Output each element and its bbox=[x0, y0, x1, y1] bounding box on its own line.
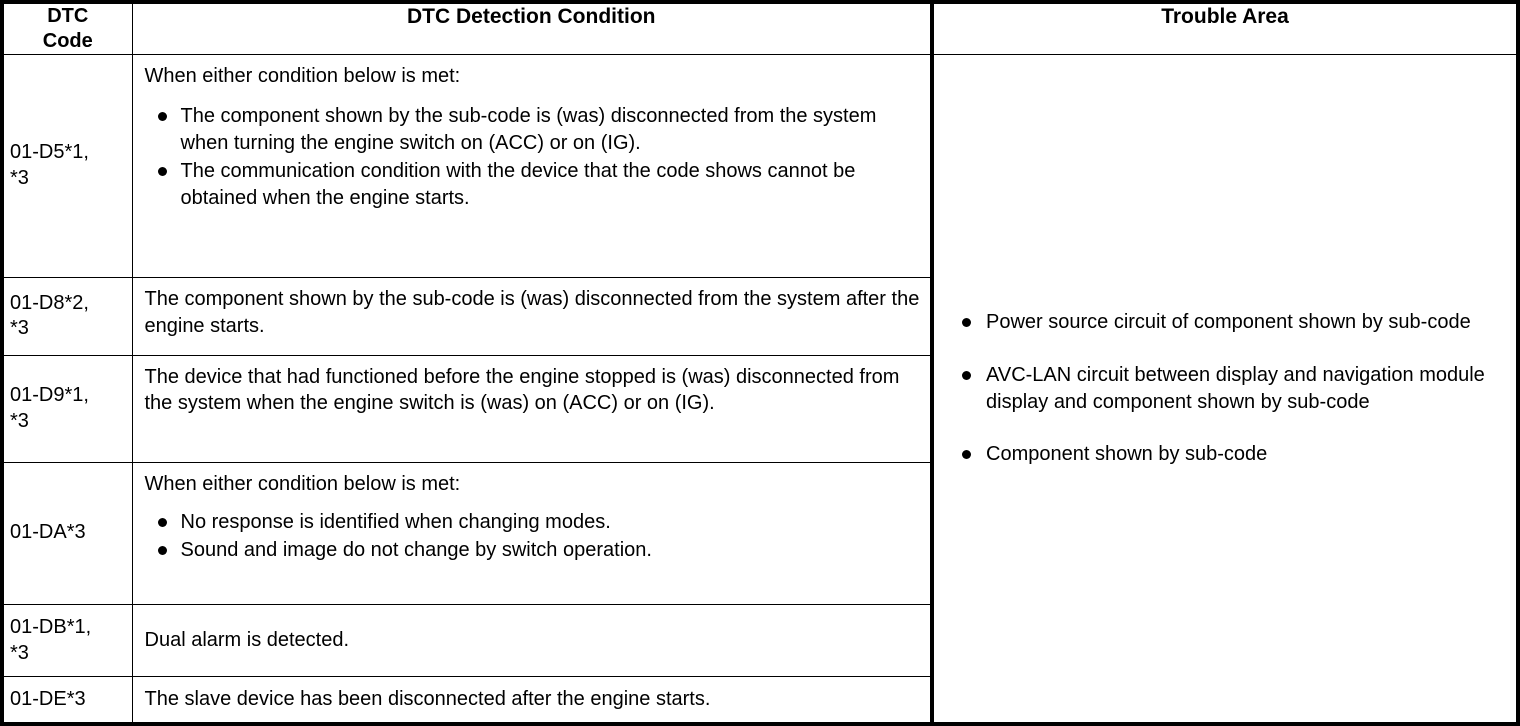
table-row: 01-D5*1, *3 When either condition below … bbox=[1, 53, 1519, 725]
condition-lead-text: When either condition below is met: bbox=[144, 472, 461, 495]
list-item: No response is identified when changing … bbox=[145, 509, 921, 535]
dtc-condition-cell: The component shown by the sub-code is (… bbox=[131, 277, 933, 356]
table-row: 01-D9*1, *3 The device that had function… bbox=[1, 354, 1518, 463]
table-body: 01-D5*1, *3 When either condition below … bbox=[1, 53, 1519, 725]
condition-lead-text: The slave device has been disconnected a… bbox=[144, 688, 711, 711]
condition-bullet-list: The component shown by the sub-code is (… bbox=[145, 103, 921, 211]
condition-lead-text: The component shown by the sub-code is (… bbox=[144, 288, 920, 337]
list-item: Sound and image do not change by switch … bbox=[145, 537, 921, 563]
table-row: 01-DE*3 The slave device has been discon… bbox=[1, 676, 1518, 725]
table-row: 01-DA*3 When either condition below is m… bbox=[1, 461, 1518, 606]
dtc-code-cell: 01-DA*3 bbox=[1, 461, 133, 606]
list-item: Component shown by sub-code bbox=[948, 441, 1502, 468]
trouble-area-list: Power source circuit of component shown … bbox=[948, 309, 1502, 467]
dtc-code-cell: 01-DE*3 bbox=[1, 676, 133, 725]
dtc-condition-cell: Dual alarm is detected. bbox=[131, 604, 933, 678]
list-item: The component shown by the sub-code is (… bbox=[145, 103, 921, 156]
table-header: DTC Code DTC Detection Condition Trouble… bbox=[1, 1, 1519, 55]
trouble-area-cell: Power source circuit of component shown … bbox=[930, 54, 1519, 725]
dtc-condition-cell: When either condition below is met: The … bbox=[131, 53, 933, 279]
list-item: AVC-LAN circuit between display and navi… bbox=[948, 362, 1502, 415]
column-header-dtc-detection-condition: DTC Detection Condition bbox=[131, 1, 933, 55]
dtc-condition-cell: The device that had functioned before th… bbox=[131, 354, 933, 463]
condition-lead-text: Dual alarm is detected. bbox=[144, 629, 350, 652]
column-header-trouble-area: Trouble Area bbox=[930, 1, 1519, 55]
list-item: The communication condition with the dev… bbox=[145, 158, 921, 211]
condition-lead-text: When either condition below is met: bbox=[144, 65, 461, 87]
condition-bullet-list: No response is identified when changing … bbox=[145, 509, 921, 564]
table-row: 01-DB*1, *3 Dual alarm is detected. bbox=[1, 604, 1518, 678]
condition-lead-text: The device that had functioned before th… bbox=[144, 365, 900, 415]
dtc-code-cell: 01-DB*1, *3 bbox=[1, 604, 133, 678]
dtc-condition-cell: When either condition below is met: No r… bbox=[131, 461, 933, 606]
dtc-code-cell: 01-D8*2, *3 bbox=[1, 277, 133, 356]
header-row: DTC Code DTC Detection Condition Trouble… bbox=[1, 1, 1519, 55]
table-row: 01-D8*2, *3 The component shown by the s… bbox=[1, 277, 1518, 356]
column-header-dtc-code: DTC Code bbox=[1, 1, 133, 55]
dtc-code-cell: 01-D5*1, *3 bbox=[1, 53, 133, 279]
dtc-code-cell: 01-D9*1, *3 bbox=[1, 354, 133, 463]
list-item: Power source circuit of component shown … bbox=[948, 309, 1502, 336]
dtc-condition-cell: The slave device has been disconnected a… bbox=[131, 676, 933, 725]
